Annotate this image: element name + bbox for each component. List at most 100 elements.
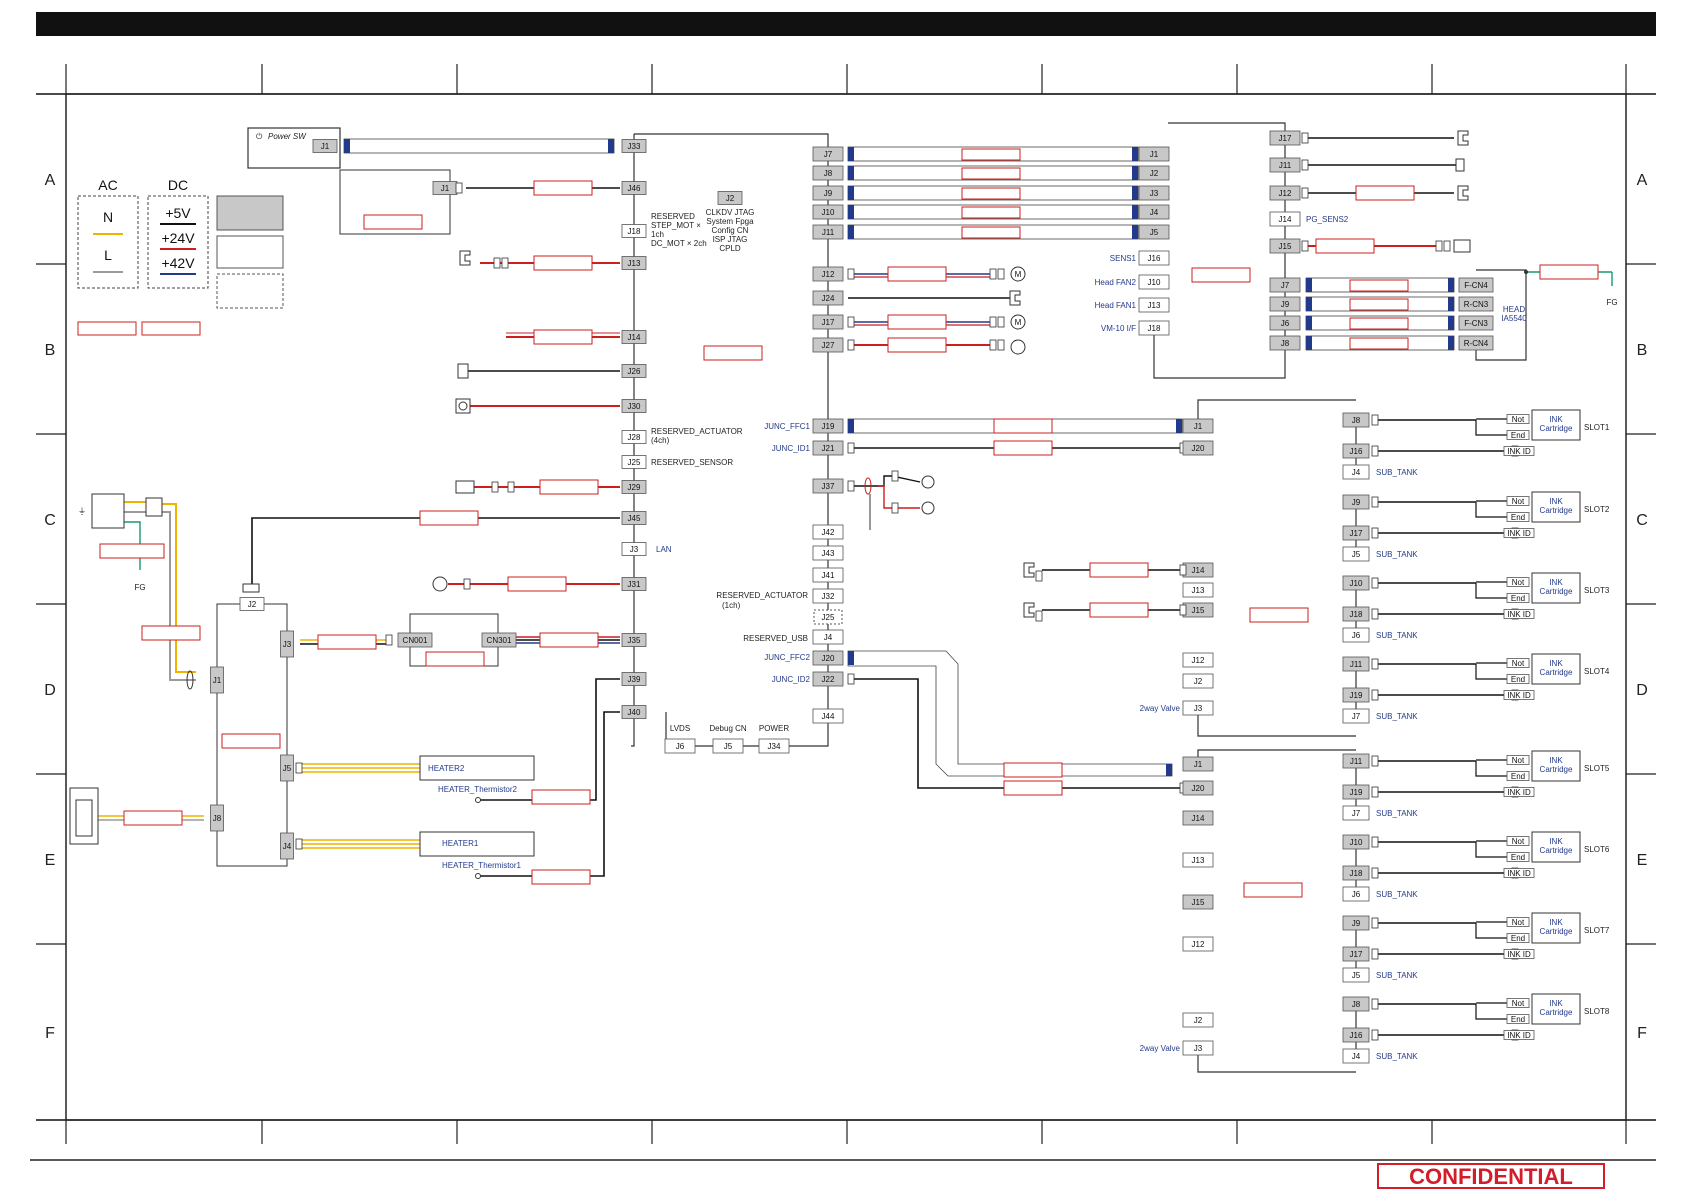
- plug: [385, 634, 393, 646]
- main-j14-label: J14: [628, 333, 641, 342]
- slot2-id-label: J17: [1350, 529, 1363, 538]
- junction2-j2: [1182, 1012, 1214, 1028]
- slot7-id: [1342, 946, 1370, 962]
- plug: [507, 481, 515, 493]
- head-relay-j3: [1138, 185, 1170, 201]
- grid-row-left: D: [44, 682, 56, 699]
- slot7-cartridge: [1531, 912, 1581, 944]
- slot8-name: SLOT8: [1584, 1007, 1610, 1016]
- head-ffc-j8-end: [1448, 336, 1454, 350]
- plug: [847, 480, 855, 492]
- head-ffc-j6-end: [1448, 316, 1454, 330]
- center-j32-label: J32: [822, 592, 835, 601]
- plug: [1443, 240, 1451, 252]
- sensor-j37-a: [921, 475, 935, 489]
- plug: [1301, 240, 1309, 252]
- slot7-end-label: End: [1511, 934, 1525, 943]
- head-relay-j10-label: J10: [1148, 278, 1161, 287]
- slot3-not-label: Not: [1512, 578, 1525, 587]
- center-j4: [812, 629, 844, 645]
- plug: [1371, 948, 1379, 960]
- slot5-end-label: End: [1511, 772, 1525, 781]
- junction1-j2: [1182, 673, 1214, 689]
- plug: [989, 339, 997, 351]
- head-right-j8-label: J8: [1281, 339, 1290, 348]
- grid-row-left: A: [45, 172, 56, 189]
- center-j44: [812, 708, 844, 724]
- j30-sensor-icon: [455, 398, 471, 414]
- label-reserved-actuator: RESERVED_ACTUATOR: [716, 591, 808, 600]
- plug: [1371, 445, 1379, 457]
- plug: [1371, 658, 1379, 670]
- wire: [1475, 502, 1508, 518]
- slot5-cartridge: [1531, 750, 1581, 782]
- wire-j45: [251, 517, 620, 588]
- plug: [1371, 527, 1379, 539]
- grid-row-right: D: [1636, 682, 1648, 699]
- sensor-j13: [459, 250, 471, 266]
- plug: [491, 481, 499, 493]
- junction1-valve-label: 2way Valve: [1140, 704, 1181, 713]
- slot5-name: SLOT5: [1584, 764, 1610, 773]
- main-j28-label: J28: [628, 433, 641, 442]
- head-ffc-j6-end: [1306, 316, 1312, 330]
- psu-j8-label: J8: [213, 814, 222, 823]
- slot4-id: [1342, 687, 1370, 703]
- slot5-sub: [1342, 805, 1370, 821]
- plug: [997, 268, 1005, 280]
- label-junc-ffc1: JUNC_FFC1: [764, 422, 810, 431]
- center-j41-label: J41: [822, 571, 835, 580]
- head-relay-j1-label: J1: [1150, 150, 1159, 159]
- power-ffc: [343, 138, 615, 154]
- slot3-inkid: [1503, 609, 1535, 619]
- motor-j12: [1010, 266, 1026, 282]
- slot2-name: SLOT2: [1584, 505, 1610, 514]
- slot7-cn-label: J9: [1352, 919, 1361, 928]
- label-head-fan2: Head FAN2: [1095, 278, 1137, 287]
- center-j25: [813, 609, 843, 625]
- sensor-junc1-j15: [1023, 602, 1035, 618]
- head-ffc-j7-end: [1448, 278, 1454, 292]
- center-j27: [812, 337, 844, 353]
- head-right-j8: [1269, 335, 1301, 351]
- junction1-j20: [1182, 440, 1214, 456]
- slot3-id-label: J18: [1350, 610, 1363, 619]
- title-bar: [36, 12, 1656, 36]
- wire: [1475, 664, 1508, 680]
- part-number-box: [533, 180, 593, 196]
- head-right-j17: [1269, 130, 1301, 146]
- junction1-j3: [1182, 700, 1214, 716]
- slot8-subtank-label: SUB_TANK: [1376, 1052, 1418, 1061]
- part-number-box: [961, 148, 1021, 161]
- main-board-outline-top: [634, 133, 829, 146]
- head-outline: [1475, 269, 1527, 361]
- junction1-j2-label: J2: [1194, 677, 1203, 686]
- slot2-id: [1342, 525, 1370, 541]
- head-j15-device: [1453, 239, 1471, 253]
- slot8-cartridge-label: Cartridge: [1540, 1008, 1573, 1017]
- ferrite-core-j37: [864, 477, 872, 495]
- power-icon: ⏻: [256, 132, 263, 141]
- junction2-j3: [1182, 1040, 1214, 1056]
- center-j22-label: J22: [822, 675, 835, 684]
- slot8-sub: [1342, 1048, 1370, 1064]
- part-number-box: [961, 187, 1021, 200]
- head-fg-label: FG: [1606, 298, 1617, 307]
- slot1-cartridge-label: Cartridge: [1540, 424, 1573, 433]
- center-j12-label: J12: [822, 270, 835, 279]
- head-right-j6: [1269, 315, 1301, 331]
- heater1-box: [419, 831, 535, 857]
- j29-device-icon: [455, 480, 475, 494]
- part-number-box: [99, 543, 165, 559]
- plug: [1371, 414, 1379, 426]
- sensor-head-j12: [1457, 185, 1469, 201]
- junction2-j13: [1182, 852, 1214, 868]
- main-j14: [621, 330, 647, 344]
- main-j46: [621, 181, 647, 195]
- part-number-box: [531, 869, 591, 885]
- junction2-j3-label: J3: [1194, 1044, 1203, 1053]
- plug: [1371, 786, 1379, 798]
- thermistor2-icon: [475, 797, 481, 803]
- main-j30: [621, 399, 647, 413]
- thermistor1-icon: [475, 873, 481, 879]
